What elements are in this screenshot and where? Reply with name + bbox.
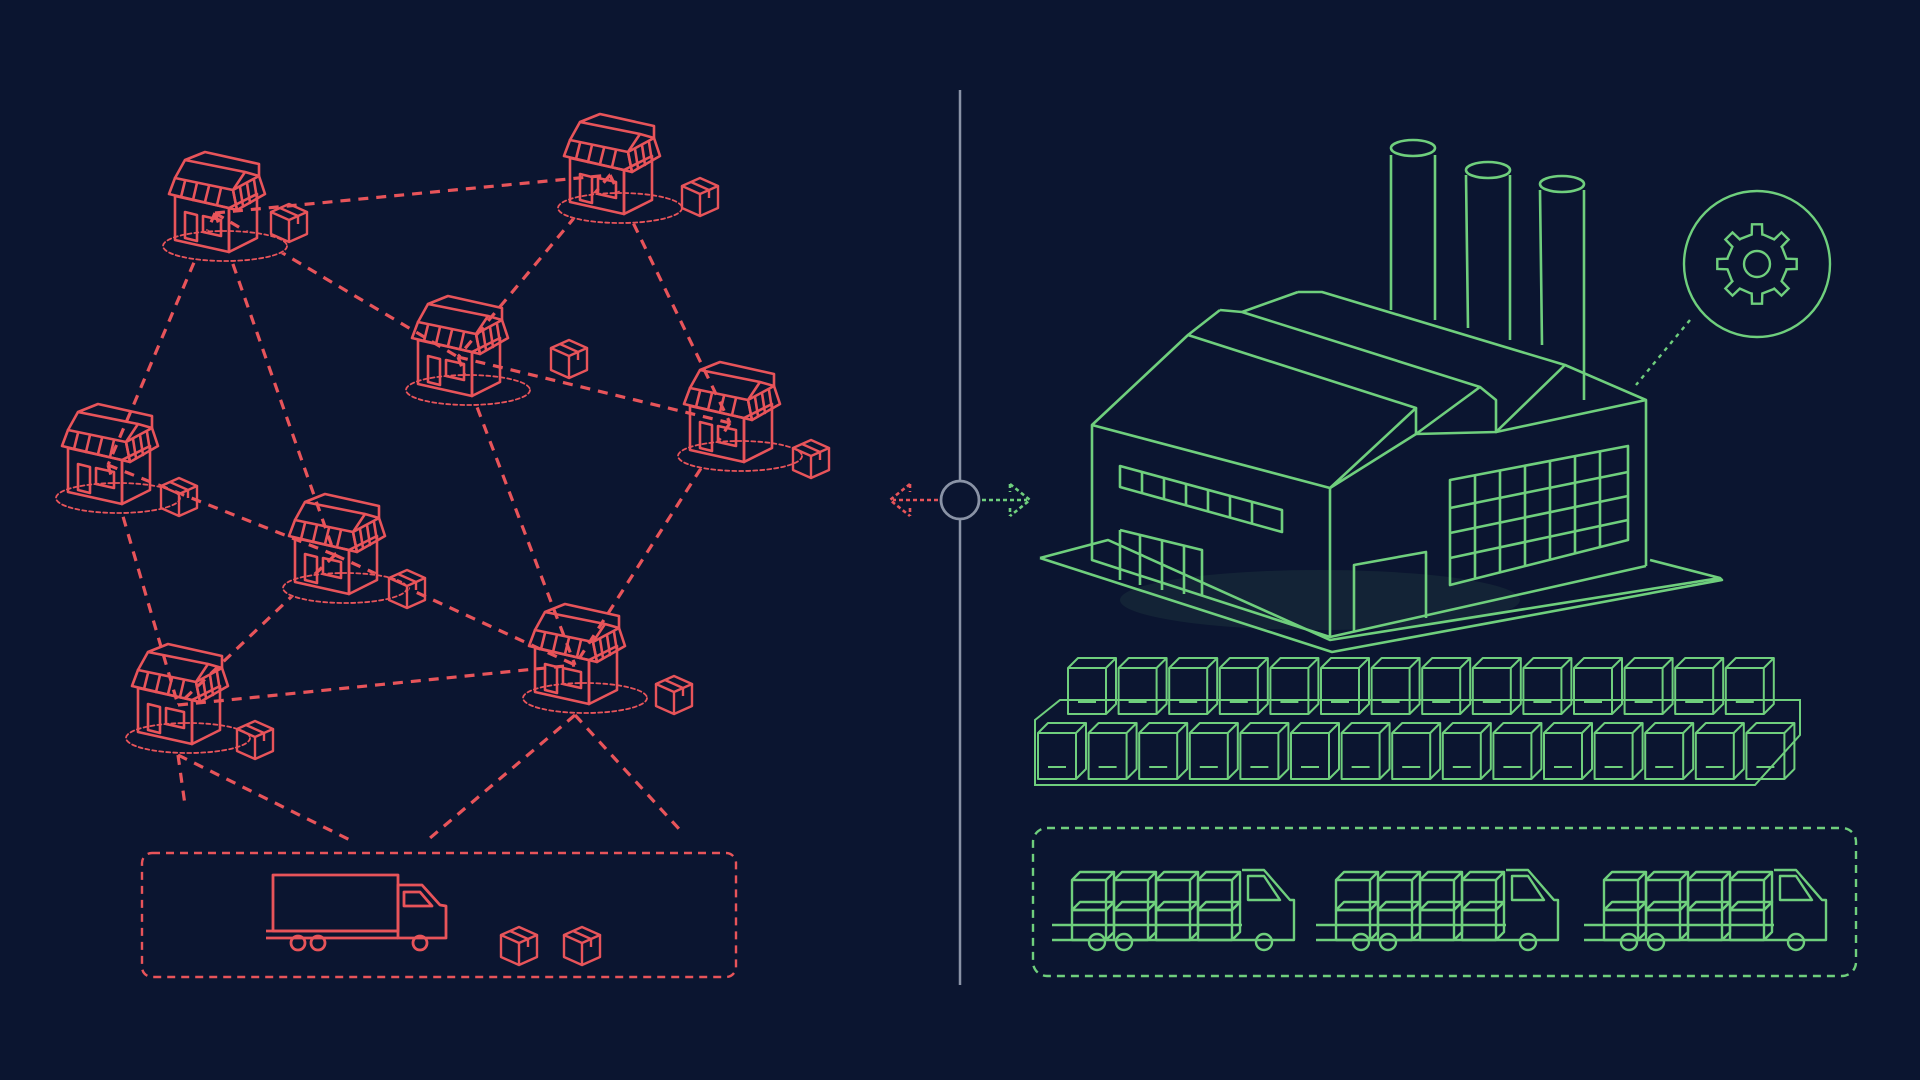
inventory-crate <box>1340 722 1391 780</box>
package-icon <box>499 925 539 967</box>
cargo-truck-icon <box>1584 868 1828 952</box>
inventory-crate <box>1269 657 1320 715</box>
inventory-crate <box>1370 657 1421 715</box>
inventory-crate <box>1290 722 1340 780</box>
inventory-crate <box>1471 657 1522 715</box>
right-delivery-zone <box>1031 826 1858 978</box>
shop-network <box>54 112 831 761</box>
inventory-crate <box>1694 722 1745 780</box>
inventory-crate <box>1573 657 1623 715</box>
inventory-crate <box>1188 722 1239 780</box>
package-icon <box>269 202 309 244</box>
cargo-truck-icon <box>1316 868 1560 952</box>
inventory-crate <box>1745 722 1796 780</box>
inventory-crate <box>1421 657 1472 715</box>
delivery-truck-icon <box>266 873 448 952</box>
inventory-crate <box>1218 657 1269 715</box>
network-link <box>214 173 611 215</box>
inventory-crate <box>1543 722 1593 780</box>
inventory-crate <box>1674 657 1725 715</box>
inventory-crate <box>1724 657 1775 715</box>
inventory-crate <box>1239 722 1290 780</box>
divider <box>887 90 1033 985</box>
network-link <box>177 663 576 707</box>
network-link <box>213 212 337 556</box>
chimneys <box>1389 138 1586 400</box>
network-link <box>428 713 577 840</box>
package-icon <box>680 176 720 218</box>
network-link <box>573 713 682 832</box>
inventory-crate <box>1522 657 1573 715</box>
left-delivery-zone <box>140 851 738 979</box>
inventory-crate <box>1441 722 1492 780</box>
inventory-crate <box>1623 657 1674 715</box>
package-icon <box>549 338 589 380</box>
inventory-crate <box>1391 722 1442 780</box>
cargo-truck-icon <box>1052 868 1296 952</box>
inventory-crate <box>1168 657 1219 715</box>
inventory-crate <box>1320 657 1370 715</box>
network-link <box>214 211 459 359</box>
network-link <box>107 463 336 557</box>
inventory-crate <box>1117 657 1168 715</box>
network-link <box>177 753 351 842</box>
connector-node-icon <box>939 479 981 521</box>
inventory-crates <box>1034 657 1801 786</box>
inventory-crate <box>1492 722 1543 780</box>
factory-icon <box>1039 138 1724 654</box>
inventory-crate <box>1067 657 1117 715</box>
package-icon <box>562 925 602 967</box>
inventory-crate <box>1087 722 1138 780</box>
package-icon <box>654 674 694 716</box>
inventory-crate <box>1037 722 1087 780</box>
inventory-crate <box>1593 722 1644 780</box>
gear-icon <box>1635 189 1832 386</box>
inventory-crate <box>1644 722 1695 780</box>
network-link <box>573 422 732 666</box>
arrow-left-icon <box>887 482 938 518</box>
network-link <box>176 754 187 806</box>
arrow-right-icon <box>982 482 1033 518</box>
inventory-crate <box>1138 722 1189 780</box>
